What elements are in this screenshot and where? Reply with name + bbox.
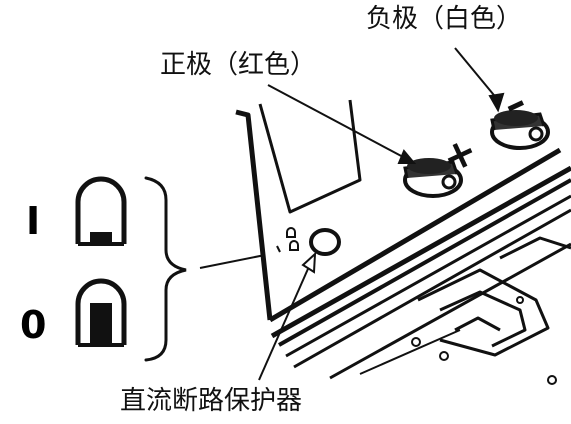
breaker-label: 直流断路保护器 — [120, 386, 303, 416]
positive-terminal-label: 正极（红色） — [160, 50, 317, 80]
lower-slot — [417, 236, 571, 357]
terminal-knob-icon — [403, 158, 463, 198]
leader-lines — [199, 47, 505, 381]
screw-holes — [411, 296, 557, 385]
reset-button-icon — [309, 228, 341, 256]
device-frame — [235, 99, 571, 380]
terminal-knob-icon — [490, 110, 550, 150]
negative-terminal-label: 负极（白色） — [366, 4, 523, 34]
on-state-label: I — [26, 199, 41, 243]
breaker-off-icon — [75, 278, 127, 347]
grouping-brace — [144, 176, 187, 362]
breaker-glyphs — [276, 227, 299, 253]
breaker-on-icon — [75, 176, 127, 246]
off-state-label: 0 — [20, 303, 47, 347]
